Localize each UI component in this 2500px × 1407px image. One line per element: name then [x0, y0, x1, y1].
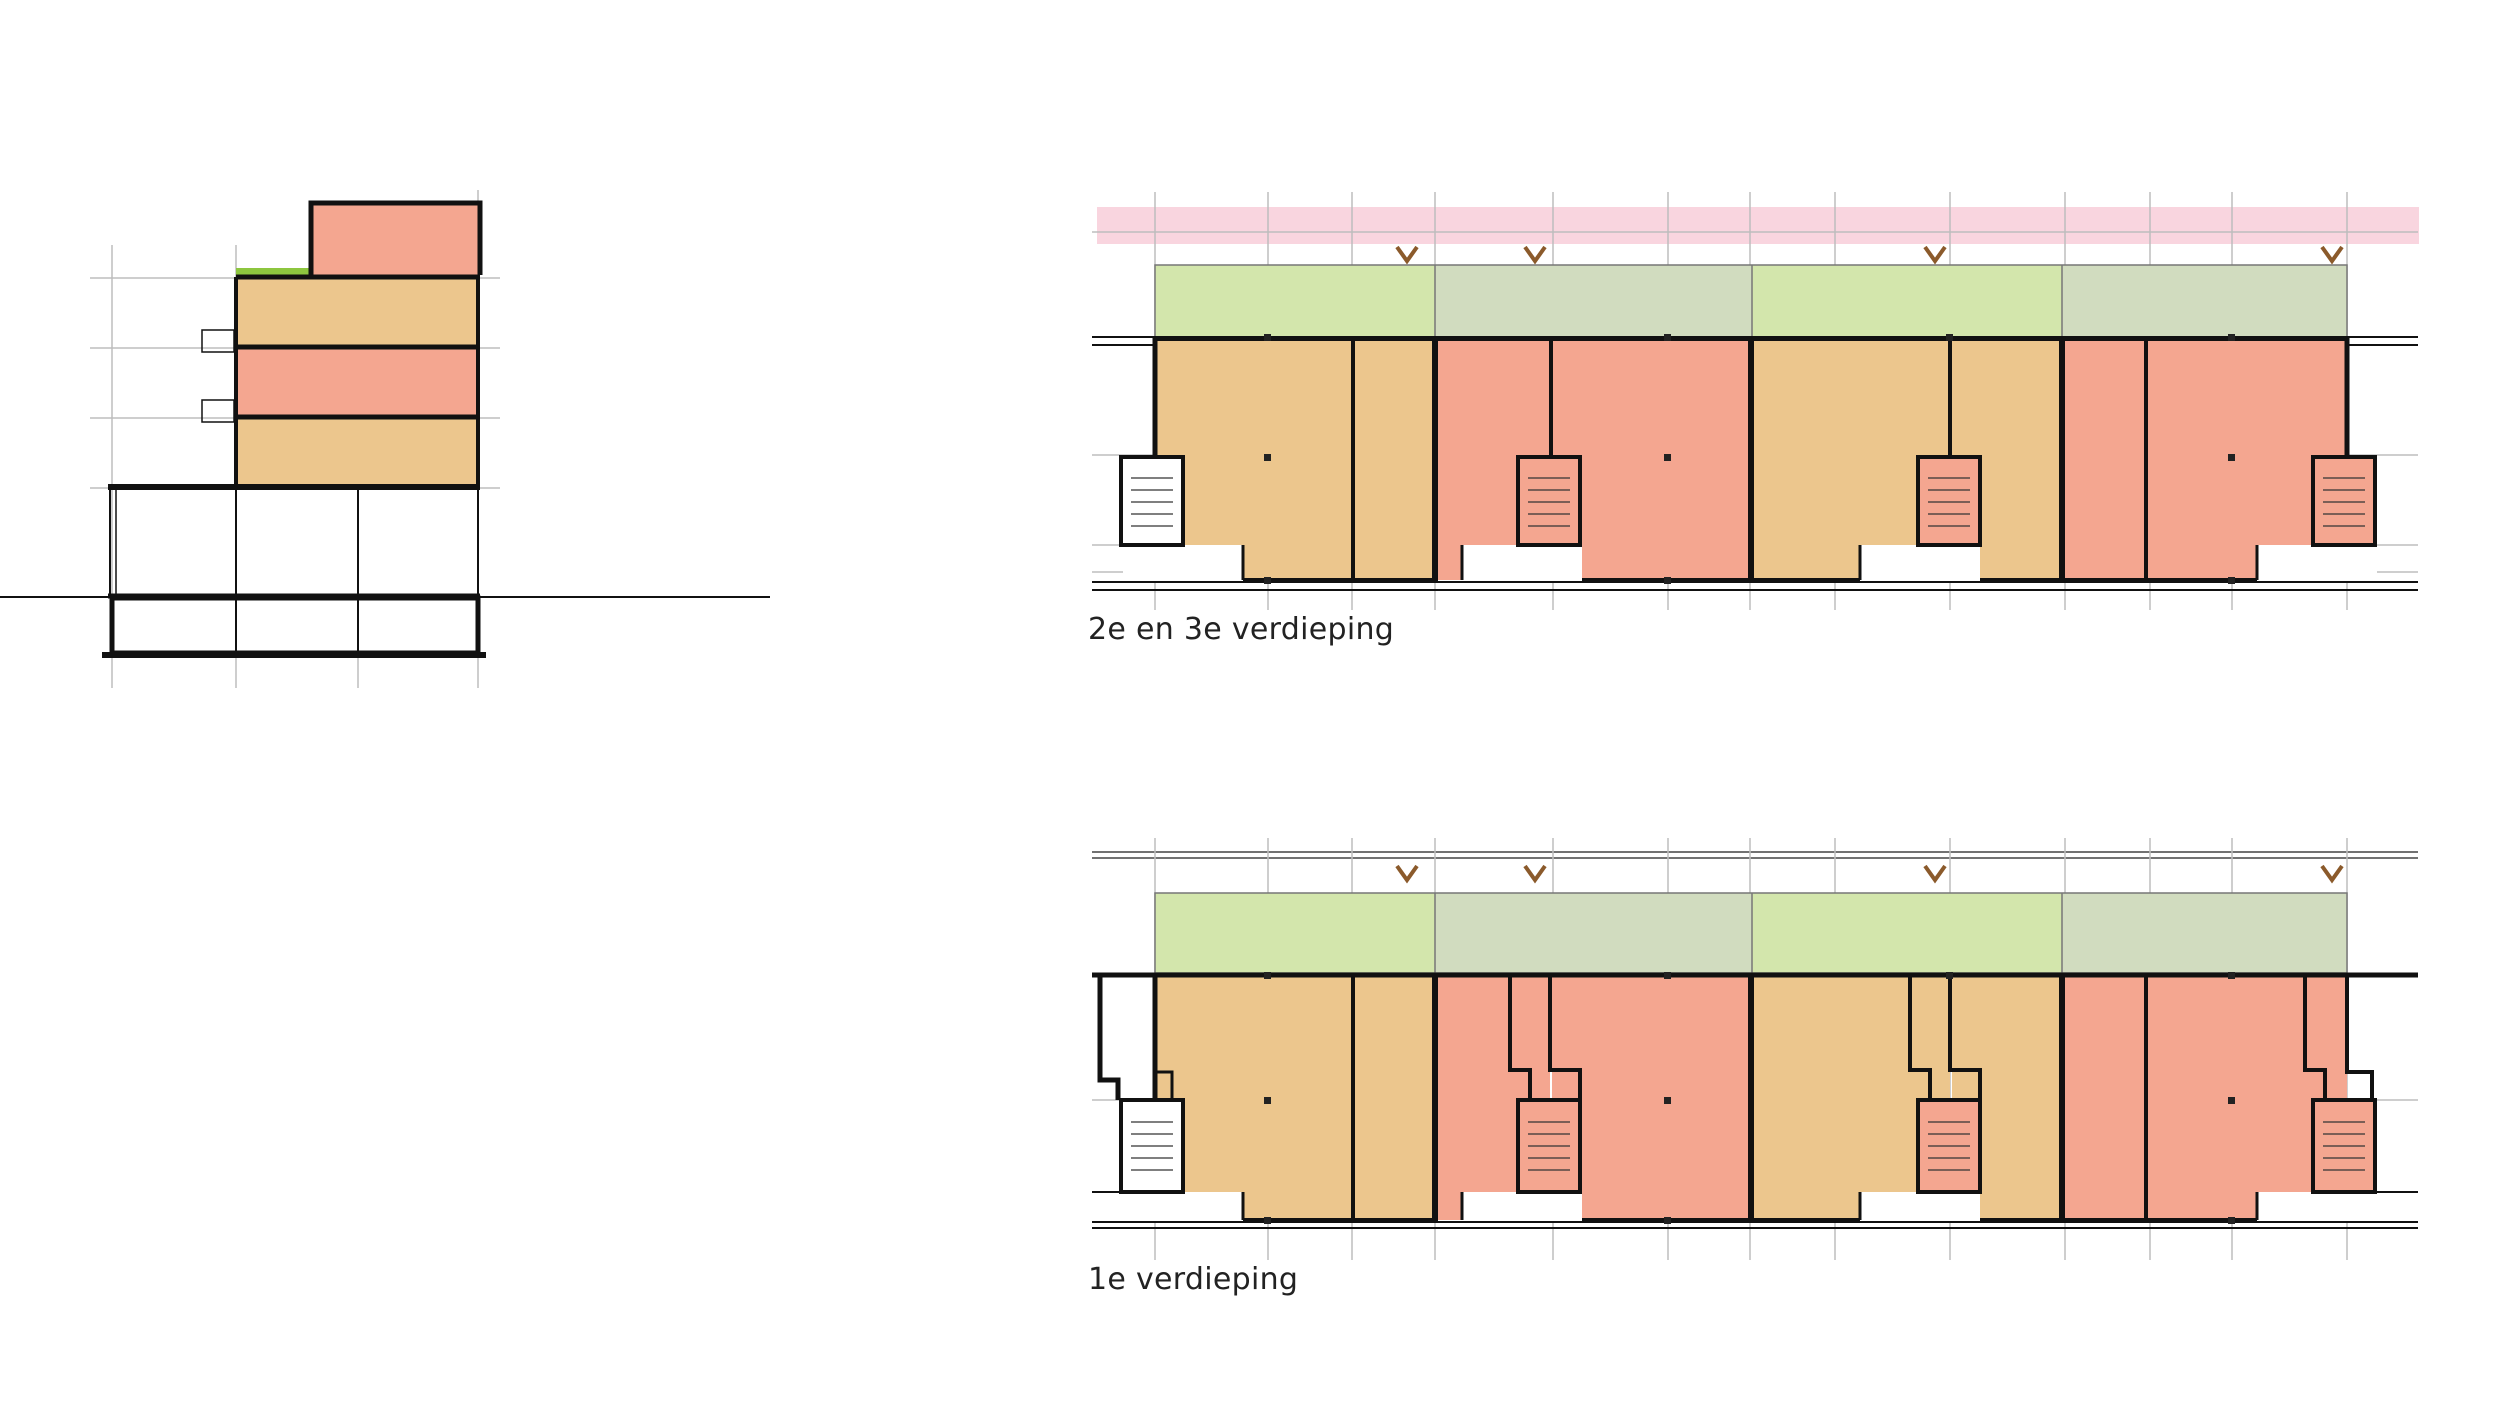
upper-plan-caption: 2e en 3e verdieping: [1088, 612, 1395, 647]
upper-garden-1: [1155, 265, 1435, 337]
green-roof: [236, 268, 311, 277]
section-floor-1: [236, 419, 478, 486]
lower-street-lines: [1092, 851, 2418, 859]
plan-lower: [1092, 838, 2418, 1260]
lower-garden-4: [2062, 893, 2347, 973]
upper-entry-arrows: [1395, 245, 2344, 265]
section-floor-3: [236, 279, 478, 346]
plan-upper: [1092, 192, 2419, 610]
lower-unit-2-b: [1552, 977, 1750, 1220]
upper-stair-cores: [1119, 455, 2377, 547]
lower-columns: [1264, 972, 2235, 1224]
lower-entries: [1100, 977, 2377, 1222]
section-floor-top: [311, 205, 479, 275]
lower-stair-treads: [1131, 1121, 2365, 1171]
lower-walls: [1092, 972, 2418, 1229]
upper-columns: [1264, 334, 2235, 584]
upper-unit-2-b: [1552, 337, 1750, 580]
lower-unit-1-a: [1155, 977, 1353, 1220]
upper-garden-2: [1435, 265, 1752, 337]
lower-garden-2: [1435, 893, 1752, 973]
upper-unit-4-a: [2064, 337, 2144, 580]
upper-stair-treads: [1131, 477, 2365, 527]
building-section: [0, 190, 770, 688]
section-walls: [102, 200, 486, 658]
pink-band: [1097, 207, 2419, 244]
lower-unit-1-b: [1355, 977, 1433, 1220]
section-floor-2: [236, 349, 478, 416]
lower-garden-3: [1752, 893, 2062, 973]
upper-entries: [1123, 545, 2377, 582]
upper-unit-1-a: [1155, 337, 1353, 580]
upper-garden-4: [2062, 265, 2347, 337]
lower-unit-4-a: [2064, 977, 2144, 1220]
lower-plan-caption: 1e verdieping: [1088, 1262, 1299, 1297]
upper-walls: [1092, 336, 2418, 591]
lower-entry-arrows: [1395, 864, 2344, 884]
upper-garden-3: [1752, 265, 2062, 337]
upper-unit-1-b: [1355, 337, 1433, 580]
lower-garden-1: [1155, 893, 1435, 973]
